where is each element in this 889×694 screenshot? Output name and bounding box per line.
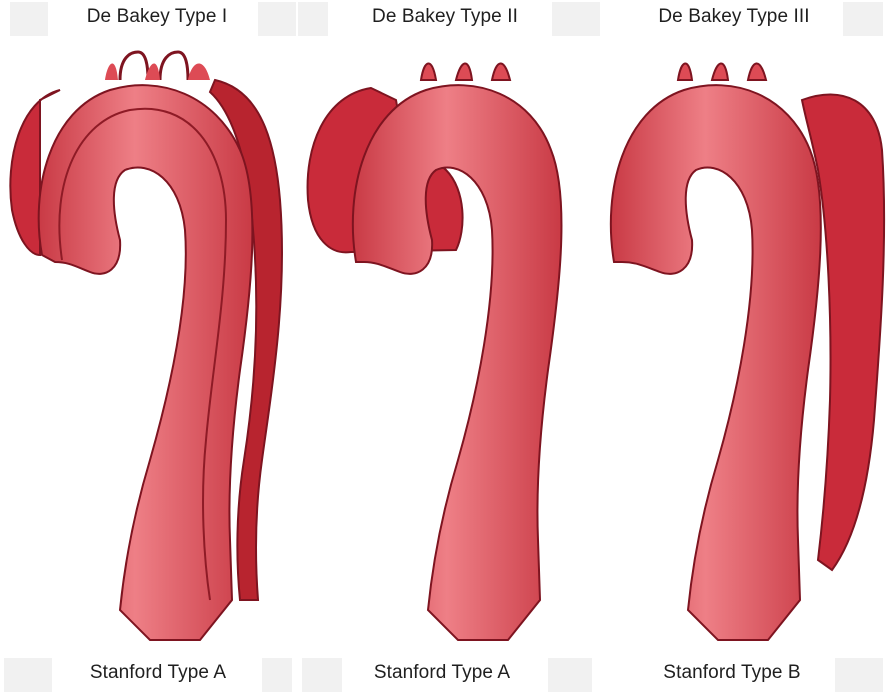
- debakey-type-2-label: De Bakey Type II: [325, 6, 565, 28]
- aorta-type-3-illustration: [592, 40, 888, 652]
- top-label-band: De Bakey Type I De Bakey Type II De Bake…: [0, 2, 889, 38]
- debakey-type-3-label: De Bakey Type III: [614, 6, 854, 28]
- aorta-type-2-illustration: [296, 40, 592, 652]
- branch-vessels: [421, 63, 510, 80]
- aorta-panel-type-2: [296, 40, 592, 652]
- bottom-label-band: Stanford Type A Stanford Type A Stanford…: [0, 658, 889, 694]
- stanford-type-b-label: Stanford Type B: [612, 662, 852, 684]
- aorta-type-1-illustration: [0, 40, 296, 652]
- stanford-type-a-label-1: Stanford Type A: [38, 662, 278, 684]
- stanford-type-a-label-2: Stanford Type A: [322, 662, 562, 684]
- aorta: [39, 85, 253, 640]
- debakey-type-1-label: De Bakey Type I: [37, 6, 277, 28]
- branch-vessels: [678, 63, 766, 80]
- aorta-panel-type-1: [0, 40, 296, 652]
- aorta: [353, 85, 562, 640]
- aorta: [611, 85, 821, 640]
- label-chip: [298, 2, 328, 36]
- aorta-panel-type-3: [592, 40, 888, 652]
